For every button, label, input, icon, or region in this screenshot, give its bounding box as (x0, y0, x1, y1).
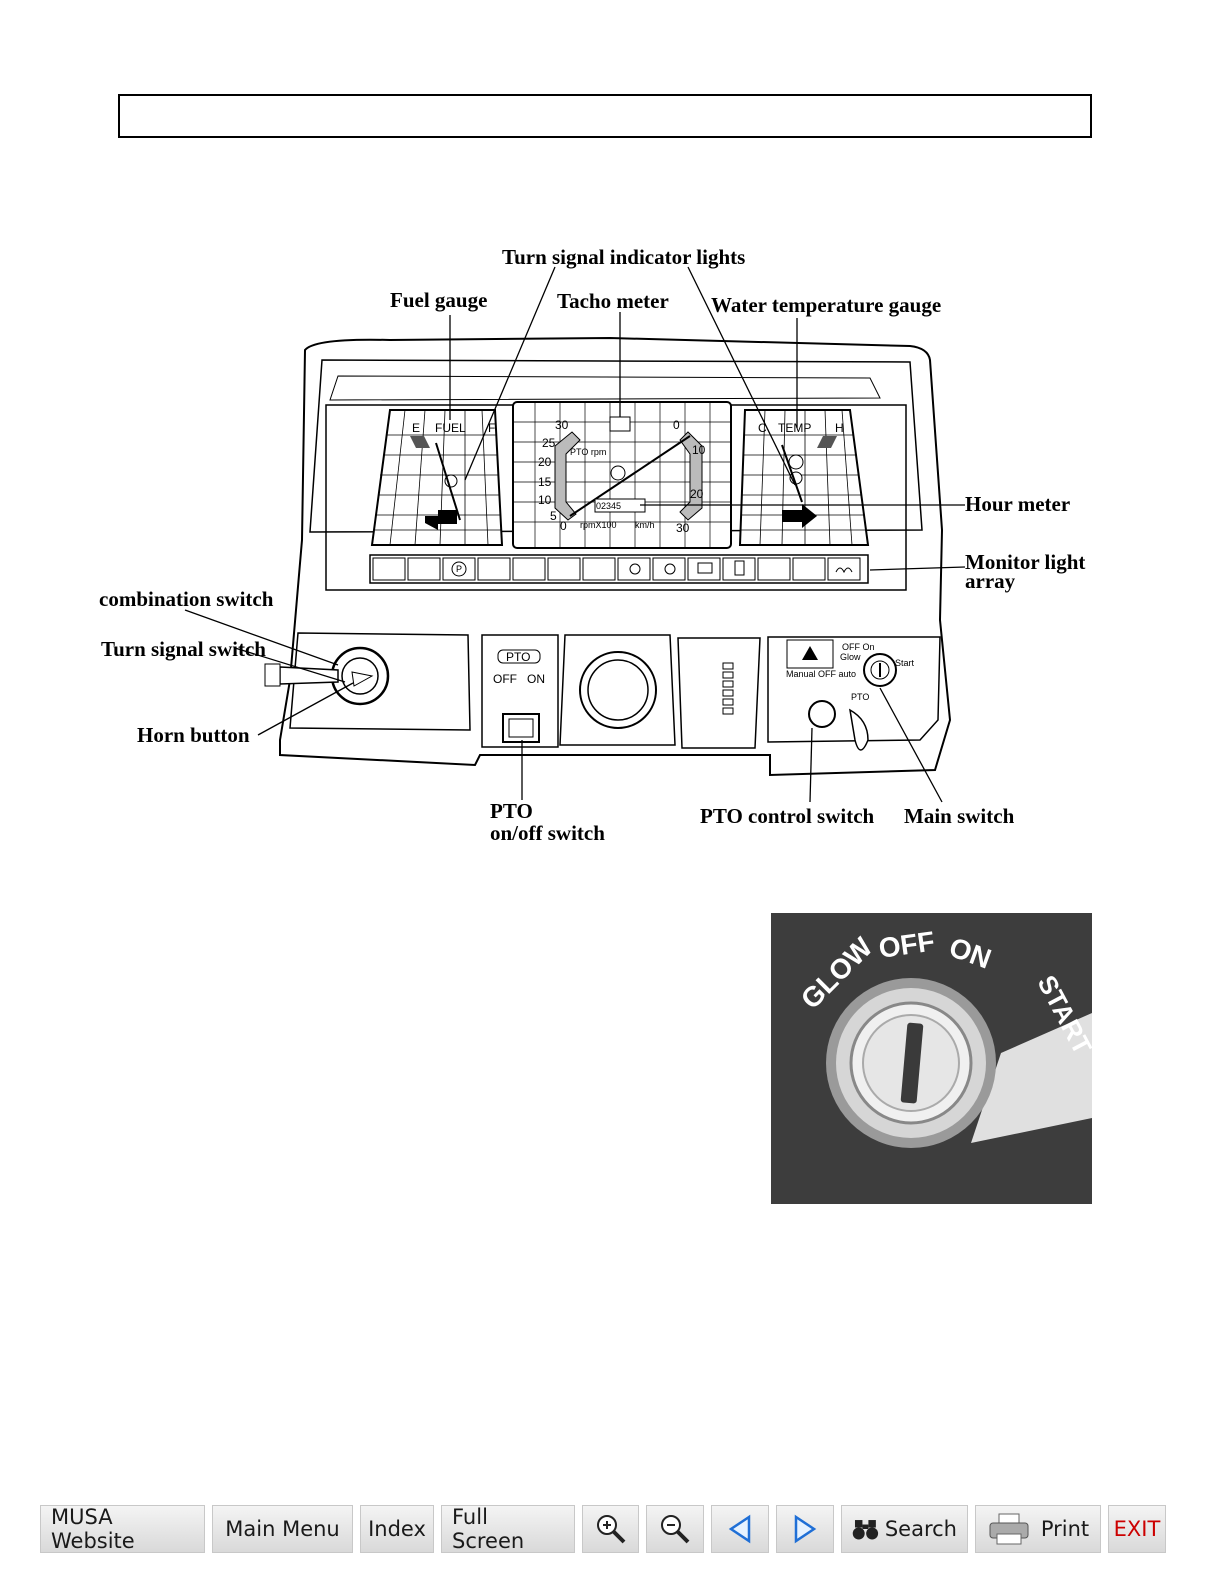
turn-left-arrow-icon (425, 510, 457, 530)
main-menu-button[interactable]: Main Menu (212, 1505, 353, 1553)
full-screen-label: Full Screen (452, 1505, 525, 1553)
glow-plug-icon (835, 567, 853, 574)
tacho-num: 10 (692, 443, 706, 457)
zoom-out-button[interactable] (646, 1505, 704, 1553)
tacho-num: 20 (690, 487, 704, 501)
tacho-num: 30 (676, 521, 690, 535)
ignition-switch-photo: GLOW OFF ON START (771, 913, 1092, 1204)
zoom-in-button[interactable] (582, 1505, 639, 1553)
fuel-f-text: F (488, 421, 495, 435)
label-turn-signal-switch: Turn signal switch (101, 637, 266, 661)
svg-text:P: P (456, 564, 462, 574)
temp-text: TEMP (778, 421, 811, 435)
label-water-temperature-gauge: Water temperature gauge (711, 293, 941, 317)
warning-icon (629, 563, 641, 575)
tacho-num: 10 (538, 493, 552, 507)
tacho-num: 30 (555, 418, 569, 432)
label-tacho-meter: Tacho meter (557, 289, 669, 313)
label-pto-on-off-switch: on/off switch (490, 821, 605, 845)
label-monitor-light-array: array (965, 569, 1016, 593)
full-screen-button[interactable]: Full Screen (441, 1505, 575, 1553)
print-button[interactable]: Print (975, 1505, 1101, 1553)
dashboard-outline (279, 336, 952, 777)
temp-h-text: H (835, 421, 844, 435)
glow-text: Glow (840, 652, 861, 662)
pto-small-text: PTO (851, 692, 869, 702)
pto-rpm-text: PTO rpm (570, 447, 606, 457)
zoom-out-icon (661, 1515, 690, 1544)
center-panel (559, 634, 761, 749)
tacho-num: 5 (550, 509, 557, 523)
parking-brake-icon (451, 561, 467, 577)
tacho-num: 0 (673, 418, 680, 432)
print-label: Print (1040, 1517, 1090, 1541)
previous-page-button[interactable] (711, 1505, 769, 1553)
label-pto: PTO (490, 799, 533, 823)
photo-off-text: OFF (877, 925, 937, 963)
fuel-pump-icon (734, 560, 745, 576)
zoom-in-icon (596, 1515, 625, 1544)
binoculars-icon (852, 1520, 879, 1540)
search-button[interactable]: Search (841, 1505, 968, 1553)
instrument-panel (309, 359, 923, 533)
lower-left-panel (264, 632, 471, 731)
exit-label: EXIT (1113, 1517, 1161, 1541)
label-pto-control-switch: PTO control switch (700, 804, 875, 828)
hour-meter-value: 02345 (596, 501, 621, 511)
tacho-num: 20 (538, 455, 552, 469)
label-horn-button: Horn button (137, 723, 250, 747)
bottom-toolbar: MUSA Website Main Menu Index Full Screen… (40, 1505, 1166, 1553)
turn-right-arrow-icon (782, 504, 817, 528)
printer-icon (989, 1513, 1029, 1545)
index-button[interactable]: Index (360, 1505, 434, 1553)
off-on-text: OFF On (842, 642, 875, 652)
oil-icon (664, 563, 676, 575)
exit-button[interactable]: EXIT (1108, 1505, 1166, 1553)
fuel-gauge: E FUEL F (370, 409, 504, 546)
fuel-e-text: E (412, 421, 420, 435)
pto-on-text: ON (527, 672, 545, 686)
musa-website-button[interactable]: MUSA Website (40, 1505, 205, 1553)
dashboard-diagram: E FUEL F 02345 30 25 20 15 10 5 0 (99, 245, 1085, 845)
musa-website-label: MUSA Website (51, 1505, 135, 1553)
label-turn-signal-indicator-lights: Turn signal indicator lights (502, 245, 745, 269)
monitor-light-array: P (369, 554, 869, 584)
hazard-icon (802, 646, 818, 660)
pto-panel: PTO OFF ON (481, 634, 559, 748)
tacho-meter: 02345 30 25 20 15 10 5 0 0 10 20 30 PTO … (512, 401, 732, 549)
label-combination-switch: combination switch (99, 587, 274, 611)
search-label: Search (884, 1517, 957, 1541)
tacho-num: 15 (538, 475, 552, 489)
battery-icon (697, 562, 713, 574)
index-label: Index (368, 1517, 426, 1541)
next-page-button[interactable] (776, 1505, 834, 1553)
tacho-num: 0 (560, 519, 567, 533)
kmh-text: km/h (635, 520, 655, 530)
temp-c-text: C (758, 421, 767, 435)
lower-right-panel: Glow Start OFF On Manual OFF auto PTO (767, 636, 941, 751)
rpm-text: rpmX100 (580, 520, 617, 530)
water-temperature-gauge: C TEMP H (738, 409, 870, 546)
label-hour-meter: Hour meter (965, 492, 1070, 516)
pto-off-text: OFF (493, 672, 517, 686)
pto-box-text: PTO (506, 650, 530, 664)
label-main-switch: Main switch (904, 804, 1015, 828)
label-fuel-gauge: Fuel gauge (390, 288, 487, 312)
start-text: Start (895, 658, 915, 668)
title-box (118, 94, 1092, 138)
label-monitor-light: Monitor light (965, 550, 1085, 574)
fuel-text: FUEL (435, 421, 466, 435)
tacho-num: 25 (542, 436, 556, 450)
triangle-left-icon (728, 1514, 751, 1544)
main-menu-label: Main Menu (225, 1517, 340, 1541)
manual-off-auto-text: Manual OFF auto (786, 669, 856, 679)
triangle-right-icon (794, 1514, 817, 1544)
